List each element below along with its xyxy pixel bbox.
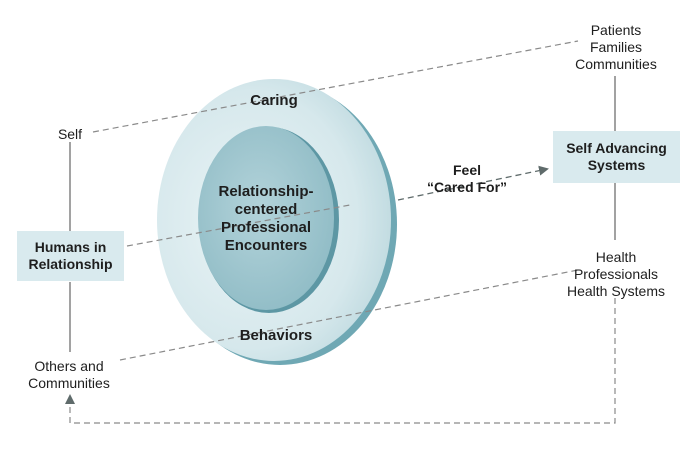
dashed-self-to-patients <box>92 40 579 133</box>
dashed-arrow-to-systems <box>397 165 549 201</box>
patients-families-communities-label: Patients Families Communities <box>575 22 657 72</box>
feel-cared-for-label: Feel “Cared For” <box>426 162 508 195</box>
feedback-loop-line <box>65 298 616 424</box>
center-label: Relationship- centered Professional Enco… <box>218 183 314 254</box>
health-professionals-systems-label: Health Professionals Health Systems <box>566 249 666 299</box>
dashed-humans-to-center <box>126 204 351 247</box>
dashed-others-to-health <box>119 269 579 361</box>
caring-label: Caring <box>250 92 298 109</box>
humans-in-relationship-box: Humans in Relationship <box>17 231 124 281</box>
self-label: Self <box>57 126 83 142</box>
self-advancing-systems-box: Self Advancing Systems <box>553 131 680 183</box>
others-and-communities-label: Others and Communities <box>28 358 110 391</box>
behaviors-label: Behaviors <box>239 327 313 344</box>
inner-circle <box>198 126 334 310</box>
